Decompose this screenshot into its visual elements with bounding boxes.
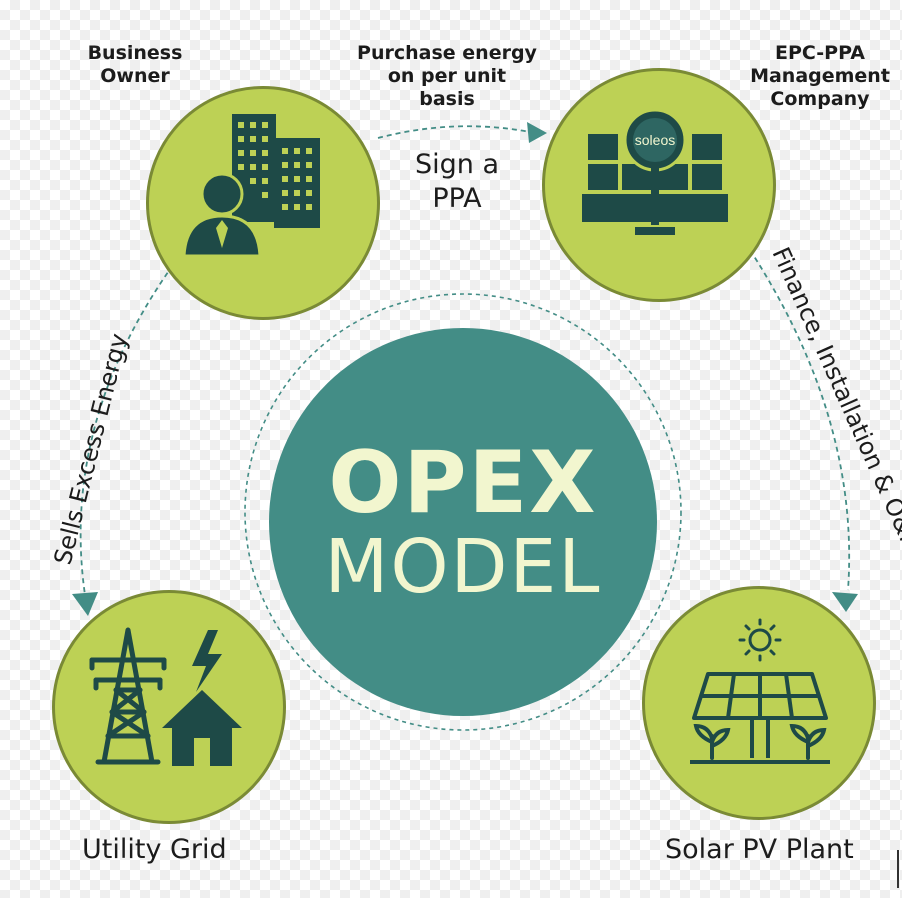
node-utility-grid [52, 590, 286, 824]
business-owner-icon [182, 114, 320, 258]
arrow-head-sells [72, 592, 98, 616]
label-sells-excess-energy: Sells Excess Energy [49, 331, 134, 568]
label-sign-ppa: Sign a PPA [414, 149, 500, 214]
utility-grid-icon [89, 627, 242, 766]
arc-purchase [377, 125, 531, 139]
label-solar-pv: Solar PV Plant [665, 834, 854, 865]
edge-line-marker [897, 850, 899, 888]
node-business-owner [146, 86, 380, 320]
node-solar-pv [642, 586, 876, 820]
label-finance-installation: Finance, Installation & O&M [767, 243, 902, 558]
label-business-owner: Business Owner [87, 42, 183, 87]
label-purchase-energy: Purchase energy on per unit basis [357, 42, 537, 110]
soleos-logo-text: soleos [635, 132, 675, 148]
center-circle: OPEX MODEL [269, 328, 657, 716]
inner-dashed-ring [244, 293, 682, 731]
arrow-head-finance [832, 592, 858, 612]
center-title-opex: OPEX [328, 433, 598, 533]
label-epc-ppa: EPC-PPA Management Company [750, 42, 890, 110]
arrow-head-purchase [527, 122, 547, 143]
solar-plant-icon [690, 618, 830, 764]
node-epc-ppa: soleos [542, 68, 776, 302]
sun-icon [748, 628, 772, 652]
center-title-model: MODEL [324, 524, 602, 610]
label-utility-grid: Utility Grid [82, 834, 227, 865]
lightning-icon [192, 630, 222, 692]
solar-panel-magnifier-icon: soleos [582, 108, 728, 237]
